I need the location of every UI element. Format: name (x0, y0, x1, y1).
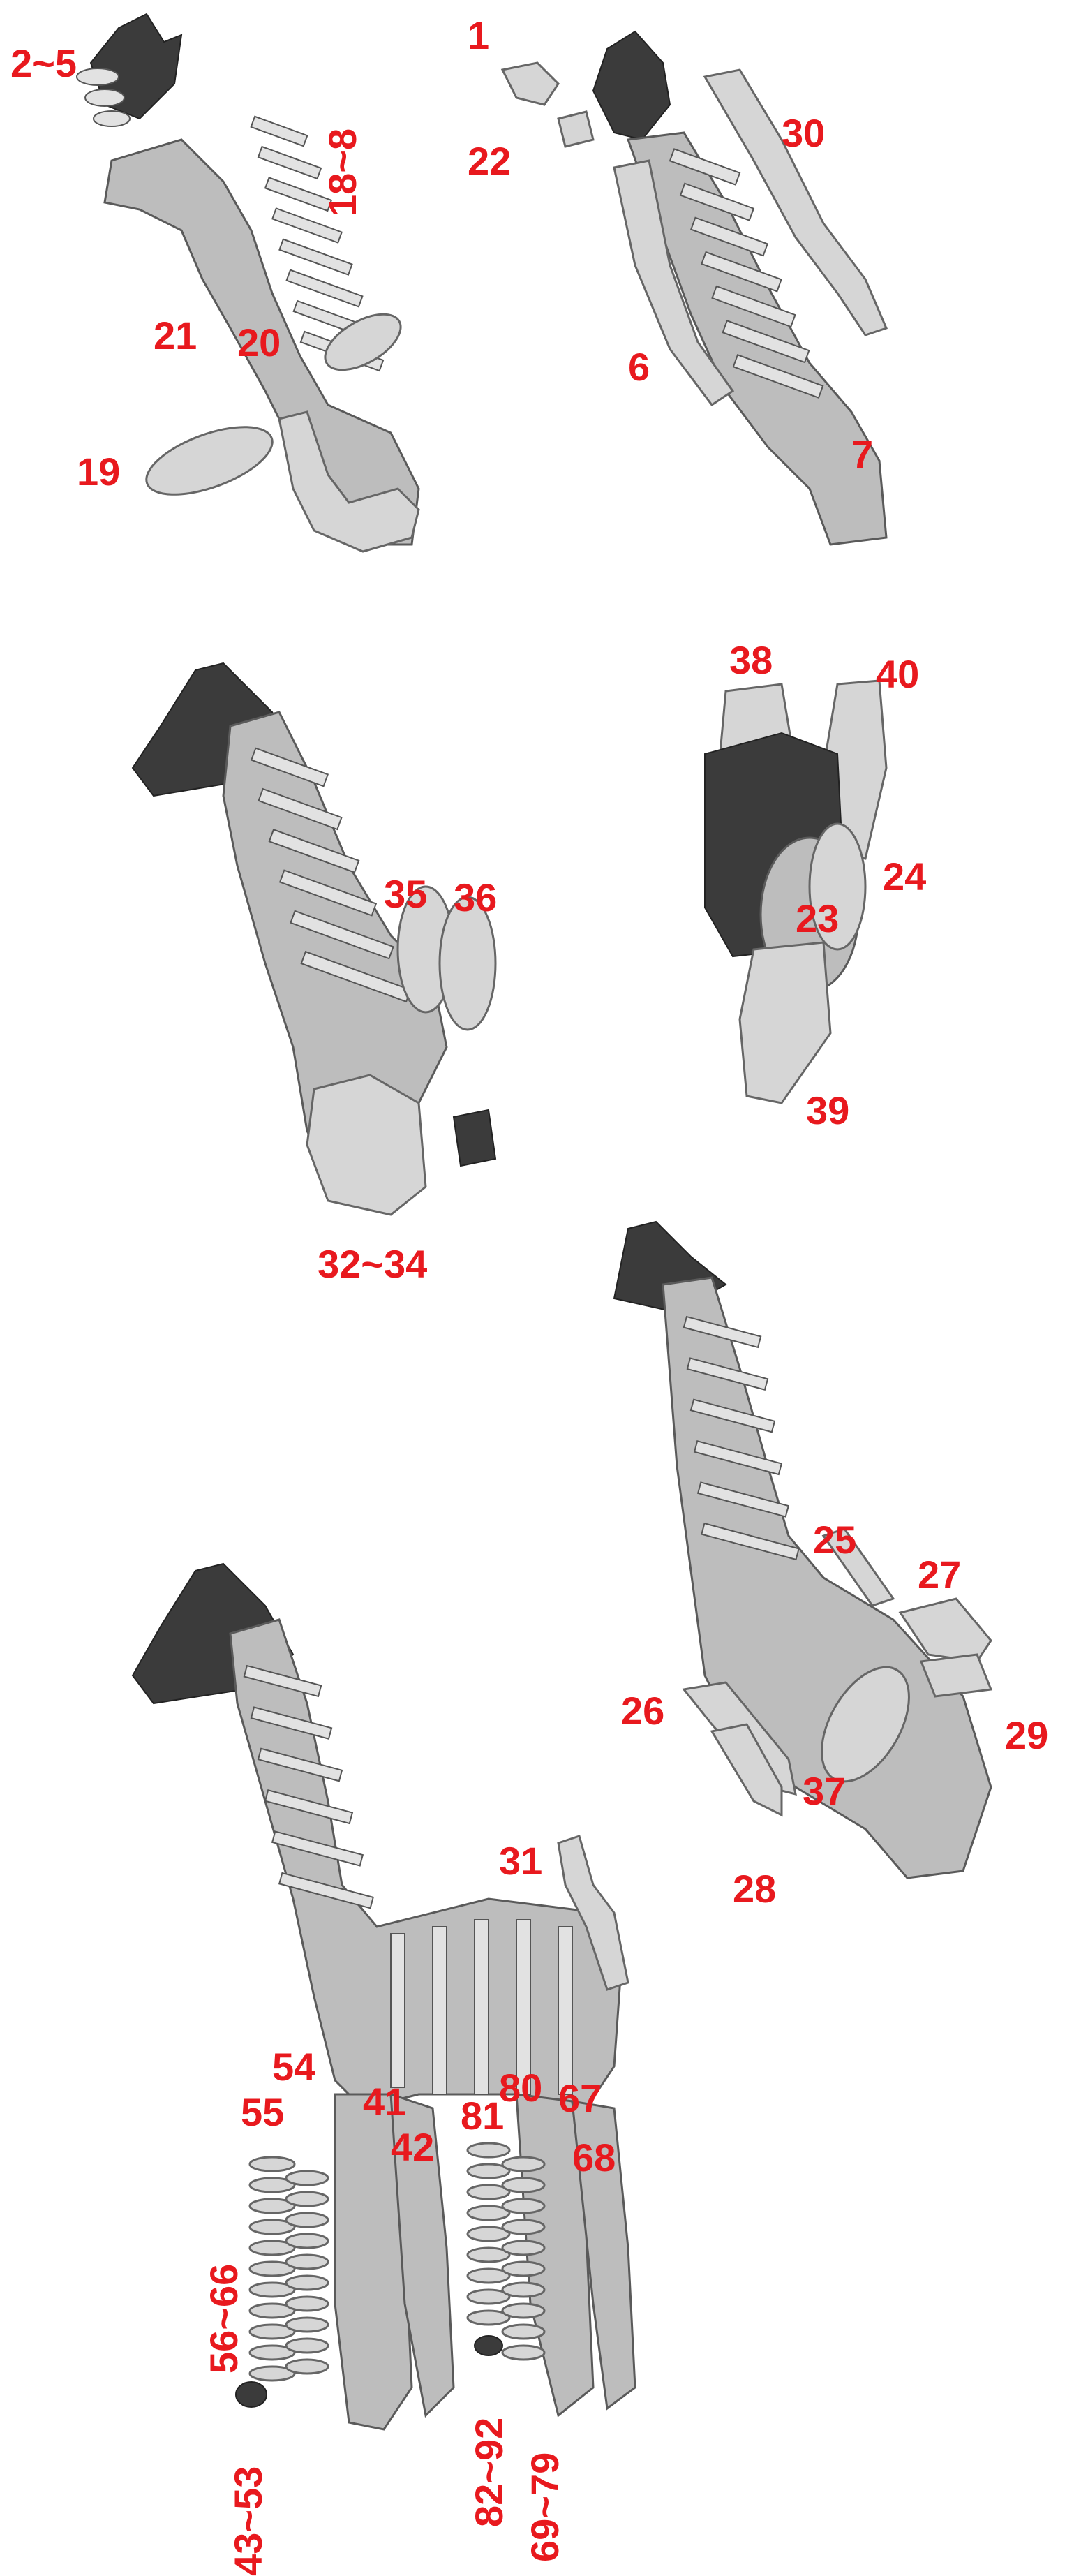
step4-assembly: 38 40 24 23 39 (705, 638, 926, 1132)
step6-label: 31 (499, 1839, 542, 1883)
step6-label: 43~53 (226, 2466, 270, 2576)
step1-head-pieces (77, 14, 181, 126)
step6-label: 55 (241, 2090, 284, 2134)
step5-label: 29 (1005, 1713, 1048, 1757)
step1-label: 21 (154, 313, 197, 357)
step2-label: 7 (851, 432, 873, 476)
step5-label: 28 (733, 1867, 776, 1911)
step6-label: 69~79 (523, 2452, 567, 2562)
step6-label: 67 (558, 2076, 602, 2120)
step3-label: 36 (454, 875, 497, 919)
step1-label: 20 (237, 320, 281, 364)
step2-head-pieces (593, 31, 670, 140)
step2-label: 22 (468, 139, 511, 183)
step3-label: 35 (384, 872, 427, 916)
step6-label: 68 (572, 2135, 616, 2179)
step4-label: 24 (883, 854, 926, 898)
step6-assembly: 31 54 55 41 80 67 81 42 68 56~66 43~53 8… (133, 1564, 635, 2576)
step2-label: 6 (628, 345, 650, 389)
step4-piece-39 (740, 942, 830, 1103)
step2-label: 30 (782, 111, 825, 155)
step5-strip-29 (921, 1655, 991, 1696)
step1-assembly: 2~5 18~8 21 20 19 (10, 14, 419, 552)
step3-leg-pieces (307, 1075, 426, 1215)
step6-label: 81 (461, 2094, 504, 2138)
step2-small-piece (558, 112, 593, 147)
step6-label: 54 (272, 2045, 315, 2089)
step4-label: 38 (729, 638, 773, 682)
step4-label: 23 (796, 896, 839, 940)
step2-label: 1 (468, 13, 489, 57)
step6-label: 42 (391, 2125, 434, 2169)
step5-label: 27 (918, 1553, 961, 1597)
step6-label: 82~92 (467, 2418, 511, 2527)
step1-label: 18~8 (320, 128, 364, 216)
step5-label: 37 (803, 1769, 846, 1813)
step3-label: 32~34 (318, 1242, 427, 1286)
step6-label: 41 (363, 2080, 406, 2124)
step1-label: 2~5 (10, 41, 77, 85)
step2-ear-piece (502, 63, 558, 105)
step5-label: 26 (621, 1689, 664, 1733)
step5-assembly: 25 27 26 29 37 28 (614, 1222, 1048, 1911)
step1-label: 19 (77, 450, 120, 494)
step6-label: 80 (499, 2066, 542, 2110)
step1-round-piece (138, 413, 281, 508)
step4-label: 40 (876, 652, 919, 696)
step6-label: 56~66 (202, 2264, 246, 2374)
step3-assembly: 35 36 32~34 (133, 663, 497, 1286)
step4-label: 39 (806, 1088, 849, 1132)
step3-leg-piece-dark (454, 1110, 495, 1166)
step5-label: 25 (813, 1518, 856, 1562)
step2-assembly: 1 22 30 6 7 (468, 13, 886, 545)
